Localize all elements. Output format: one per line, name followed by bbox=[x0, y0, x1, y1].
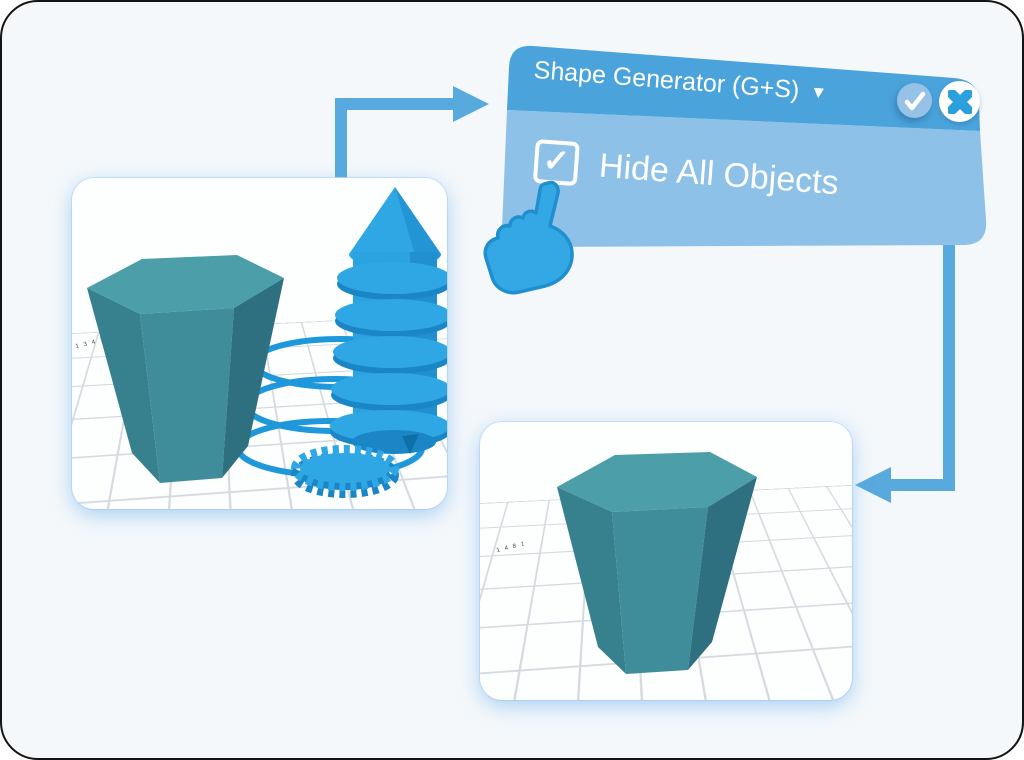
dropdown-arrow-icon[interactable]: ▼ bbox=[809, 82, 828, 103]
shape-generator-dialog bbox=[502, 45, 987, 248]
screw-tower-shape[interactable] bbox=[330, 187, 447, 454]
scene-before-panel: 1 3 4 7 bbox=[72, 178, 447, 509]
confirm-button[interactable] bbox=[897, 83, 932, 118]
arrow-to-dialog-horizontal bbox=[335, 98, 454, 110]
close-button[interactable] bbox=[939, 81, 980, 122]
dialog-body bbox=[502, 110, 987, 248]
scene-after-panel: 1 4 8 1 bbox=[480, 422, 852, 700]
hand-cursor-icon bbox=[483, 180, 574, 295]
arrow-to-dialog-vertical bbox=[335, 100, 347, 180]
arrow-to-dialog-head-icon bbox=[453, 86, 489, 122]
gear-shape[interactable] bbox=[291, 445, 399, 498]
checkmark-icon bbox=[904, 91, 925, 110]
arrow-to-result-horizontal bbox=[871, 479, 955, 491]
hex-prism-shape[interactable] bbox=[87, 255, 284, 483]
dialog-header[interactable] bbox=[507, 45, 980, 132]
arrow-to-result-vertical bbox=[943, 242, 955, 487]
hex-prism-shape[interactable] bbox=[557, 452, 757, 674]
checkbox-tick-icon: ✓ bbox=[541, 141, 572, 180]
close-x-icon bbox=[947, 89, 972, 114]
arrow-to-result-head-icon bbox=[855, 467, 891, 503]
